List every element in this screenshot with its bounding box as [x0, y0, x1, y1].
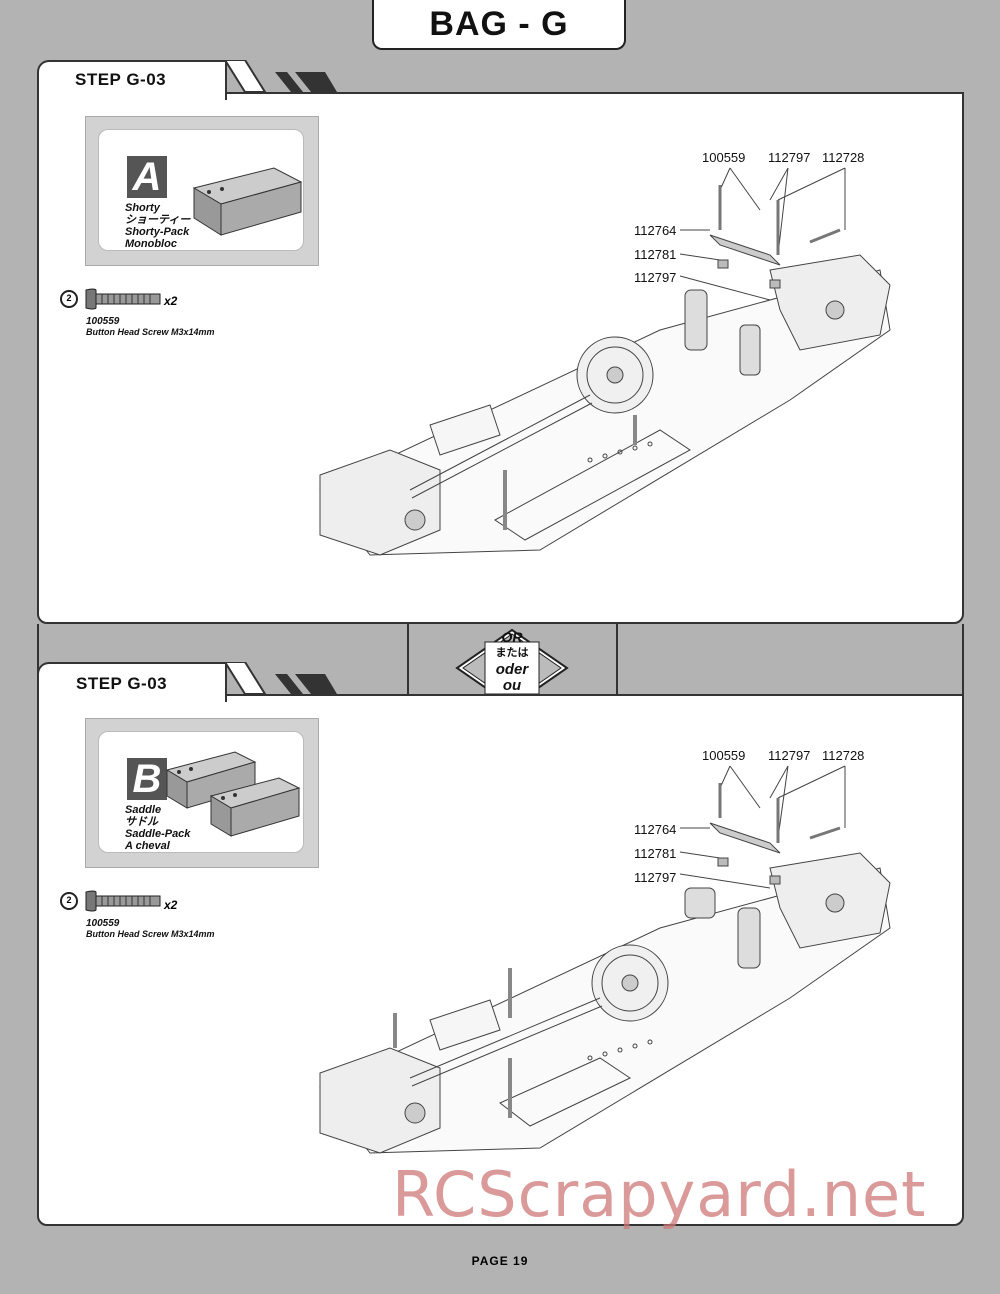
- battery-option-a: A Shorty ショーティー Shorty-Pack Monobloc: [85, 116, 319, 266]
- or-double-arrow-icon: [455, 628, 569, 708]
- battery-names-b: Saddle サドル Saddle-Pack A cheval: [125, 804, 191, 852]
- chassis-drawing-b: [319, 765, 891, 1154]
- stripe-decoration-a: [225, 60, 337, 93]
- bag-title: BAG - G: [429, 4, 569, 43]
- callout-112781: 112781: [634, 247, 677, 262]
- screw-desc: Button Head Screw M3x14mm: [86, 929, 215, 939]
- callout-112764: 112764: [634, 223, 677, 238]
- step-tab-b: [37, 662, 227, 702]
- option-letter-a: A: [127, 155, 167, 199]
- shorty-battery-illustration: [192, 167, 303, 236]
- callout-100559: 100559: [702, 150, 746, 165]
- or-label-de: oder: [495, 661, 529, 678]
- callout-112781: 112781: [634, 846, 677, 861]
- screw-icon: [85, 890, 161, 912]
- screw-part-no: 100559: [86, 918, 120, 929]
- screw-part-no: 100559: [86, 316, 120, 327]
- battery-option-b: B Saddle サドル Saddle-Pack A cheval: [85, 718, 319, 868]
- hex-wrench-icon: 2: [60, 290, 78, 308]
- screw-qty: x2: [164, 294, 178, 308]
- callout-112764: 112764: [634, 822, 677, 837]
- bag-title-tab: BAG - G: [372, 0, 626, 50]
- callout-100559: 100559: [702, 748, 746, 763]
- or-label: OR: [501, 629, 523, 645]
- step-label-b: STEP G-03: [76, 674, 168, 693]
- option-letter-b: B: [127, 757, 167, 801]
- or-label-ja: または: [495, 647, 529, 659]
- watermark: RCScrapyard.net: [392, 1158, 927, 1231]
- or-label-fr: ou: [502, 677, 522, 694]
- callout-112728: 112728: [822, 150, 865, 165]
- step-tab-a: [37, 60, 227, 100]
- callout-112797-lower: 112797: [634, 870, 677, 885]
- step-label-a: STEP G-03: [75, 70, 167, 89]
- screw-icon: [85, 288, 161, 310]
- chassis-drawing-a: [319, 167, 891, 556]
- callout-112728: 112728: [822, 748, 865, 763]
- callout-112797-lower: 112797: [634, 270, 677, 285]
- hex-wrench-icon: 2: [60, 892, 78, 910]
- callout-112797: 112797: [768, 150, 811, 165]
- saddle-battery-illustration: [165, 751, 301, 837]
- battery-names-a: Shorty ショーティー Shorty-Pack Monobloc: [125, 202, 191, 250]
- callout-112797: 112797: [768, 748, 811, 763]
- screw-qty: x2: [164, 898, 178, 912]
- page-number: PAGE 19: [471, 1254, 529, 1268]
- stripe-decoration-b: [225, 662, 337, 695]
- screw-desc: Button Head Screw M3x14mm: [86, 327, 215, 337]
- divider-bar-right: [616, 624, 964, 696]
